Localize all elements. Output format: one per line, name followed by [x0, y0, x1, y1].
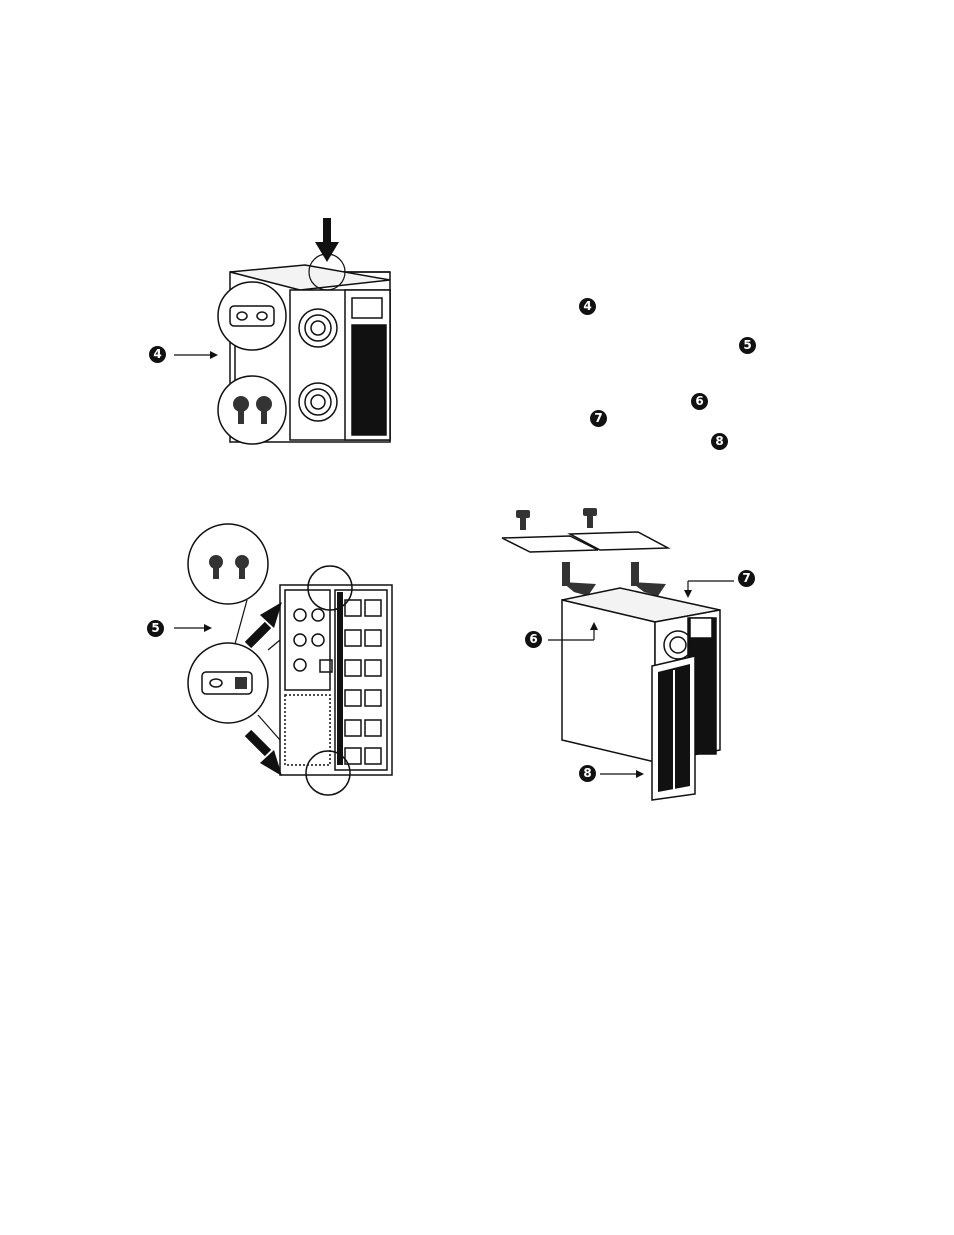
text-marker-4: 4 — [579, 298, 596, 315]
arrow-down-right-icon — [248, 733, 282, 776]
figure-top-left — [140, 210, 410, 460]
callout-badge-4: 4 — [149, 346, 166, 363]
callout-badge-8: 8 — [579, 765, 596, 782]
callout-badge-5: 5 — [147, 620, 164, 637]
screw-detail-magnifier — [218, 376, 286, 444]
figure-bottom-left — [140, 520, 410, 800]
slot-detail-magnifier-2 — [188, 643, 268, 723]
text-marker-6: 6 — [691, 393, 708, 410]
callout-arrow-7 — [684, 581, 734, 598]
screw-icon-2 — [583, 508, 597, 528]
text-marker-5: 5 — [739, 337, 756, 354]
callout-arrow-4 — [174, 351, 218, 359]
bracket-plates — [502, 532, 668, 552]
callout-arrow-5 — [174, 624, 212, 632]
callout-arrow-8 — [600, 770, 644, 778]
ups-unit-iso-view — [562, 588, 720, 762]
callout-badge-7: 7 — [738, 570, 755, 587]
text-marker-8: 8 — [711, 433, 728, 450]
screw-detail-magnifier-2 — [188, 524, 268, 604]
ups-rear-panel — [280, 566, 392, 795]
slot-detail-magnifier — [218, 282, 286, 350]
arrow-up-right-icon — [248, 602, 282, 645]
down-arrow-icon — [315, 218, 339, 262]
figure-bottom-right — [490, 500, 790, 800]
screw-icon — [516, 510, 530, 530]
text-marker-7: 7 — [590, 410, 607, 427]
callout-badge-6: 6 — [525, 631, 542, 648]
front-bezel — [652, 656, 695, 800]
